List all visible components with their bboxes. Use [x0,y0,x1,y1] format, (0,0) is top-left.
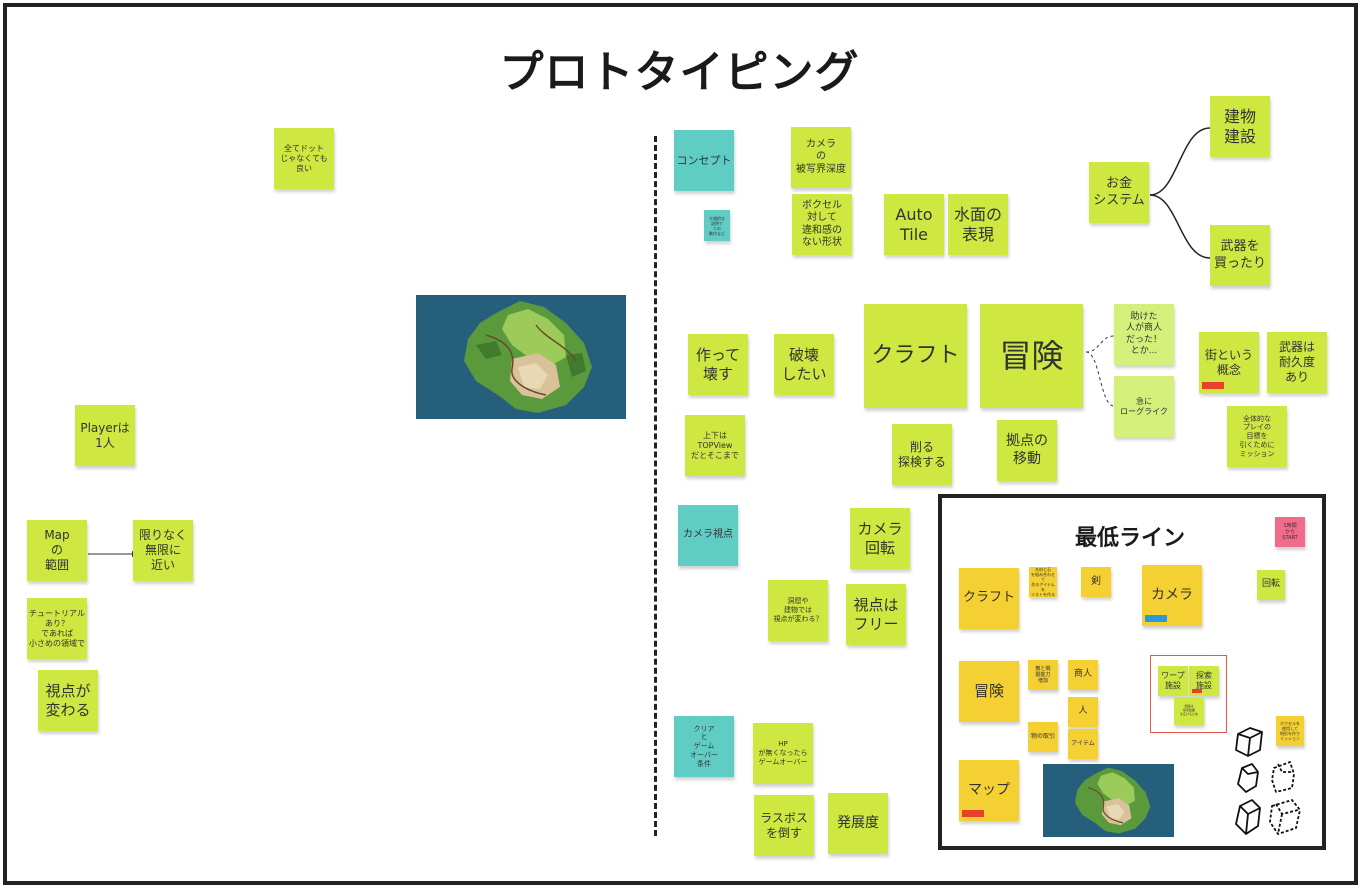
red-tag-map [962,810,984,817]
note-tutorial[interactable]: チュートリアル あり？ であれば 小さめの領域で [27,598,87,659]
minimum-line-title: 最低ライン [1075,526,1186,551]
note-viewpoint-change[interactable]: 視点が 変わる [38,670,98,731]
cube-sketch-4 [1235,799,1261,835]
note-camera-dof[interactable]: カメラ の 被写界深度 [791,127,851,188]
note-camera-rotate[interactable]: カメラ 回転 [850,508,910,569]
note-voxel[interactable]: ボクセル 対して 違和感の ない形状 [792,194,852,255]
note-camera-view[interactable]: カメラ視点 [678,505,738,566]
note-infinite[interactable]: 限りなく 無限に 近い [133,520,193,581]
cube-sketch-5 [1269,799,1301,835]
note-mission[interactable]: 全体的な プレイの 目標を 引くために ミッション [1227,406,1287,467]
note-water[interactable]: 水面の 表現 [948,194,1008,255]
note-roguelike[interactable]: 急に ローグライク [1114,376,1174,437]
note-helped[interactable]: 助けた 人が商人 だった！ とか... [1114,304,1174,365]
note-town[interactable]: 街という 概念 [1199,332,1259,393]
note-boss[interactable]: ラスボス を倒す [754,795,814,856]
note-carve[interactable]: 削る 探検する [892,424,952,485]
note-clear-gameover[interactable]: クリア と ゲーム オーバー 条件 [674,716,734,777]
cube-sketch-1 [1235,727,1263,757]
note-hp-gameover[interactable]: HP が無くなったら ゲームオーバー [753,723,813,784]
note-building[interactable]: 建物 建設 [1210,96,1270,157]
note-base-move[interactable]: 拠点の 移動 [997,420,1057,481]
facility-group-box [1150,655,1227,733]
note-money-system[interactable]: お金 システム [1089,162,1149,223]
note-dot[interactable]: 全てドット じゃなくても 良い [274,128,334,189]
board-title: プロトタイピング [499,47,860,98]
note-map-range[interactable]: Map の 範囲 [27,520,87,581]
cube-sketch-2 [1237,763,1259,793]
island-map-svg [464,301,592,413]
dashed-branch-roguelike [1085,351,1115,407]
note-craft[interactable]: クラフト [864,304,967,408]
note-tiny-teal[interactable]: 大雑把な 説明で 人の 動作など [704,210,730,241]
note-cave[interactable]: 洞窟や 建物では 視点が変わる？ [768,580,828,641]
note-durability[interactable]: 武器は 耐久度 あり [1267,332,1327,393]
voxel-sketches [1235,727,1301,835]
note-auto-tile[interactable]: Auto Tile [884,194,944,255]
branch-line-building [1149,127,1211,196]
red-tag-small [1192,689,1202,693]
cube-sketch-3 [1271,761,1295,793]
branch-line-weapon [1149,194,1211,259]
note-player[interactable]: Playerは 1人 [75,405,135,466]
min-note-merchant[interactable]: 商人 [1068,660,1098,690]
note-make-break[interactable]: 作って 壊す [688,334,748,395]
island-map-image [416,295,626,419]
note-weapon-buy[interactable]: 武器を 買ったり [1210,225,1270,286]
note-destroy[interactable]: 破壊 したい [774,334,834,395]
min-note-pink[interactable]: 1時間 から START [1275,517,1305,547]
min-note-trade[interactable]: 物の取引 [1028,722,1058,752]
island-map-thumb-svg [1074,767,1151,834]
min-note-small-red[interactable]: 施設は 探索範囲 を広げるため [1174,697,1204,725]
min-note-map[interactable]: マップ [959,760,1019,821]
note-free-view[interactable]: 視点は フリー [846,584,906,645]
dashed-divider [654,136,657,836]
min-note-camera[interactable]: カメラ [1142,565,1202,626]
min-note-sword[interactable]: 剣 [1081,567,1111,597]
note-concept[interactable]: コンセプト [674,130,734,191]
dashed-branch-helped [1085,335,1115,353]
min-note-craft-detail[interactable]: 木材と石 を組み合わせて 作るアイテムを リストを作る [1029,567,1057,597]
red-tag [1202,382,1224,389]
min-note-craft[interactable]: クラフト [959,568,1019,629]
min-note-human[interactable]: 人 [1068,697,1098,727]
min-note-warp[interactable]: ワープ 施設 [1158,666,1188,696]
min-note-adventure[interactable]: 冒険 [959,661,1019,722]
min-note-item[interactable]: アイテム [1068,729,1098,759]
note-topview[interactable]: 上下は TOPView だとそこまで [685,415,745,476]
min-note-adventure-sub[interactable]: 敵と戦 闘能力 増加 [1028,660,1058,690]
min-note-rotate[interactable]: 回転 [1257,570,1285,600]
note-adventure[interactable]: 冒険 [980,304,1083,408]
note-development[interactable]: 発展度 [828,793,888,854]
min-note-explore[interactable]: 探索 施設 [1189,666,1219,696]
island-map-thumbnail [1043,764,1174,837]
blue-tag [1145,615,1167,622]
min-note-voxel[interactable]: ボクセルを 使用して 地形を作り ミッション [1276,716,1304,746]
